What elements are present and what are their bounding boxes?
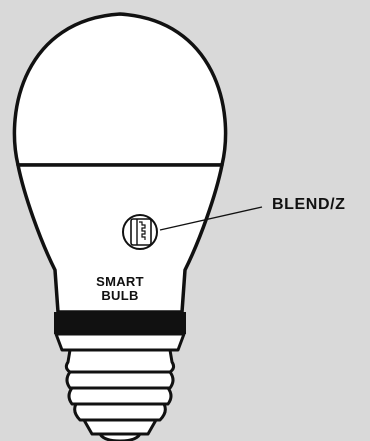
bulb-dome	[12, 12, 228, 167]
bulb-label: SMART BULB	[85, 275, 155, 303]
bulb-collar	[54, 332, 186, 352]
callout-label: BLEND/Z	[272, 196, 346, 213]
bulb-label-line2: BULB	[101, 288, 139, 303]
callout-leader-line	[159, 206, 263, 231]
screw-base	[64, 348, 176, 436]
bulb-label-line1: SMART	[96, 274, 144, 289]
base-tip	[97, 432, 143, 441]
bulb-collar-band	[54, 312, 186, 334]
blend-z-logo-icon	[122, 214, 158, 250]
